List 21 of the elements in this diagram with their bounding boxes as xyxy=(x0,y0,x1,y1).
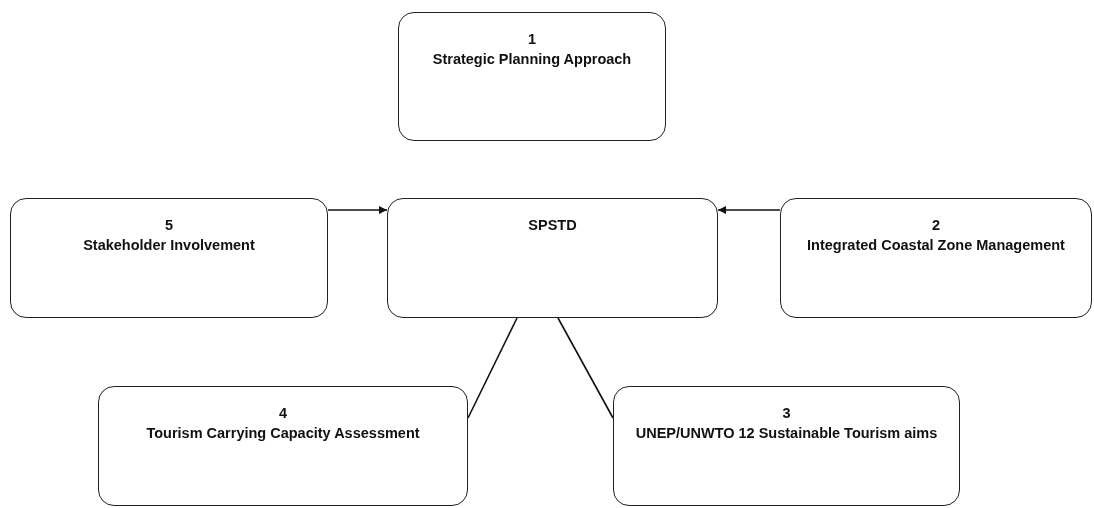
rounded-box xyxy=(10,198,328,318)
arrow xyxy=(717,206,781,214)
box-number: 1 xyxy=(527,30,537,49)
box-label: Integrated Coastal Zone Management xyxy=(807,236,1065,255)
box-label: Stakeholder Involvement xyxy=(83,236,255,255)
connector-line xyxy=(557,317,614,419)
rounded-box xyxy=(398,12,666,141)
rounded-box xyxy=(613,386,960,506)
arrow xyxy=(327,206,388,214)
box-label: SPSTD xyxy=(528,216,577,235)
connector-line xyxy=(467,317,518,419)
box-number: 3 xyxy=(782,404,791,423)
rounded-box xyxy=(387,198,718,318)
rounded-box xyxy=(98,386,468,506)
box-label: Strategic Planning Approach xyxy=(432,50,632,69)
box-number: 5 xyxy=(164,216,174,235)
box-label: UNEP/UNWTO 12 Sustainable Tourism aims xyxy=(635,424,938,443)
box-number: 4 xyxy=(278,404,288,423)
rounded-box xyxy=(780,198,1092,318)
box-label: Tourism Carrying Capacity Assessment xyxy=(146,424,420,443)
box-number: 2 xyxy=(931,216,941,235)
